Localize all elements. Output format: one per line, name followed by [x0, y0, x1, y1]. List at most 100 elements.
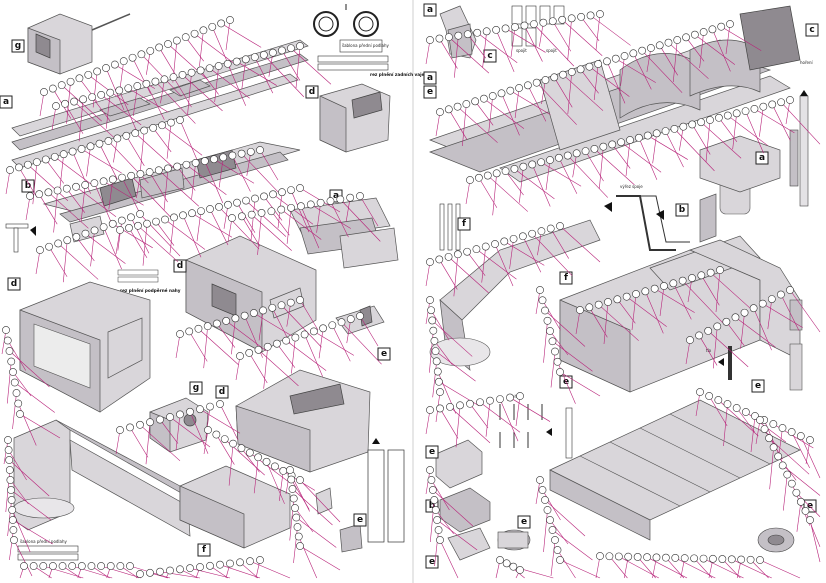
leader-line — [519, 166, 524, 203]
callout-bubble — [256, 146, 264, 154]
leader-line — [425, 409, 431, 435]
callout-bubble — [567, 14, 576, 23]
callout-bubble — [356, 312, 364, 320]
main-frame-part — [428, 5, 801, 183]
tool-box-part — [179, 465, 291, 549]
callout-bubble — [166, 566, 174, 575]
callout-bubble — [119, 57, 128, 66]
callout-bubble — [136, 210, 144, 218]
callout-bubble — [309, 327, 318, 336]
leader-line — [258, 310, 264, 341]
callout-bubble — [546, 156, 554, 164]
leader-line — [732, 113, 737, 150]
leader-line — [467, 34, 487, 59]
leader-line — [223, 204, 229, 229]
leader-line — [241, 153, 282, 196]
callout-bubble — [622, 292, 631, 301]
leader-line — [791, 431, 810, 469]
callout-bubble — [641, 287, 650, 296]
leader-line — [725, 23, 731, 55]
callout-bubble — [146, 568, 154, 577]
callout-bubble — [778, 424, 787, 432]
leader-line — [346, 319, 352, 344]
top-note-1: spojit — [516, 48, 527, 53]
leader-line — [625, 139, 631, 177]
leader-line — [589, 307, 608, 338]
leader-line — [285, 340, 327, 371]
leader-line — [85, 233, 126, 264]
leader-line — [103, 181, 144, 206]
callout-bubble — [296, 296, 304, 304]
leader-line — [135, 132, 176, 170]
callout-bubble — [436, 388, 444, 396]
leader-line — [595, 13, 601, 51]
callout-bubble — [196, 563, 204, 571]
callout-bubble — [537, 158, 546, 167]
callout-bubble — [786, 286, 794, 294]
leader-line — [198, 328, 239, 365]
callout-bubble — [529, 20, 538, 29]
leader-line — [263, 54, 305, 98]
leader-line — [39, 91, 45, 117]
leader-line — [299, 479, 341, 523]
leader-line — [434, 529, 439, 567]
callout-bubble — [690, 30, 699, 39]
callout-bubble — [45, 242, 53, 251]
leader-line — [145, 50, 151, 75]
callout-bubble — [59, 150, 68, 159]
leader-line — [603, 301, 609, 345]
callout-bubble — [136, 570, 144, 578]
leader-line — [449, 406, 491, 444]
crane-arm-part — [429, 219, 601, 371]
svg-text:a: a — [3, 97, 9, 107]
callout-bubble — [496, 395, 504, 404]
callout-bubble — [473, 28, 482, 37]
callout-bubble — [316, 198, 325, 207]
callout-bubble — [697, 271, 706, 280]
callout-bubble — [113, 134, 122, 143]
leader-line — [533, 23, 575, 67]
callout-bubble — [500, 237, 509, 246]
callout-bubble — [541, 496, 549, 504]
leader-line — [115, 429, 121, 455]
callout-bubble — [300, 330, 309, 339]
leader-line — [550, 539, 556, 577]
callout-bubble — [444, 252, 453, 261]
leader-line — [476, 248, 517, 280]
callout-bubble — [151, 77, 160, 86]
leader-line — [723, 403, 728, 447]
callout-bubble — [426, 36, 434, 44]
leader-line — [129, 427, 149, 458]
leader-line — [594, 148, 635, 186]
callout-bubble — [232, 57, 241, 66]
callout-bubble — [603, 57, 611, 66]
leader-line — [299, 299, 319, 331]
leader-line — [253, 457, 259, 494]
leader-line — [130, 175, 172, 218]
leader-line — [235, 355, 241, 381]
callout-bubble — [429, 326, 438, 335]
leader-line — [175, 414, 181, 451]
leader-line — [304, 334, 323, 377]
callout-bubble — [548, 526, 557, 534]
leader-line — [191, 212, 233, 238]
leader-line — [119, 61, 125, 92]
callout-bubble — [697, 118, 706, 127]
leader-line — [436, 519, 478, 551]
callout-bubble — [558, 15, 567, 24]
leader-line — [488, 95, 494, 133]
leader-line — [209, 208, 229, 246]
leader-line — [169, 416, 211, 448]
callout-bubble — [511, 23, 519, 31]
callout-bubble — [210, 155, 218, 164]
leader-line — [7, 340, 27, 371]
callout-bubble — [296, 42, 304, 50]
callout-bubble — [52, 102, 60, 110]
leader-line — [510, 90, 551, 115]
svg-text:g: g — [15, 41, 21, 51]
ladder-frame-part — [549, 399, 801, 541]
svg-text:f: f — [564, 273, 568, 283]
leader-line — [12, 371, 32, 397]
callout-bubble — [594, 300, 603, 309]
leader-line — [782, 474, 788, 511]
